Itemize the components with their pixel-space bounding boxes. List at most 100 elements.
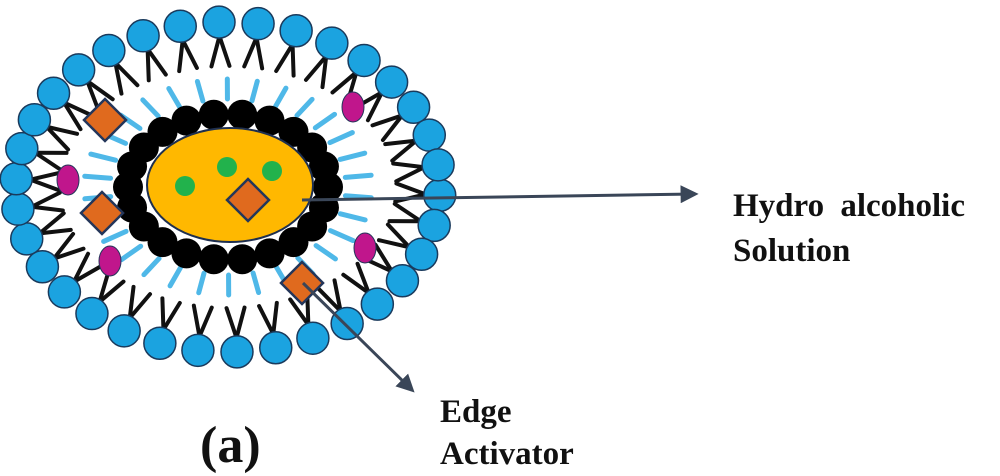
lipid-tail [394,165,427,184]
lipid-tail [72,264,104,284]
lipid-head [0,162,34,196]
inner-head [254,238,285,269]
lipid-tail [85,78,101,113]
lipid-tail [62,100,95,118]
inner-tail [342,172,374,180]
magenta-molecule [341,91,365,123]
inner-tail [272,85,289,109]
lipid-tail [385,222,412,250]
inner-tail [250,270,262,296]
lipid-tail [28,177,62,193]
lipid-tail [191,303,202,339]
inner-tail [342,193,374,201]
inner-head [278,227,309,258]
lipid-head [5,131,39,166]
lipid-tail [224,306,239,340]
inner-head-groups [113,99,343,275]
lipid-tail [97,279,126,304]
lipid-head [25,249,60,284]
outer-lipid-tails [28,34,428,340]
inner-head [227,99,258,130]
lipid-head [75,296,109,331]
lipid-head [421,148,455,182]
lipid-tail [341,272,371,296]
magenta-molecule [56,164,80,196]
lipid-head [385,264,420,298]
lipid-tail [380,113,405,143]
magenta-molecule [98,245,122,277]
lipid-tail [28,170,63,182]
lipid-head [259,331,293,365]
lipid-tail [145,47,168,77]
lipid-tail [370,113,405,128]
inner-tail [101,228,129,244]
lipid-head [404,237,439,271]
inner-tail [82,173,114,181]
lipid-head [36,76,71,110]
lipid-tail [113,60,124,96]
lipid-tail [29,190,62,209]
inner-tail [194,78,206,104]
lipid-head [422,178,457,212]
lipid-tail [365,90,384,123]
drug-dot [217,157,237,177]
lipid-tail [242,35,259,69]
inner-tail [249,78,260,104]
lipid-tail [209,34,222,69]
lipid-head [92,33,126,68]
lipid-tail [355,261,371,296]
outer-head-groups [0,5,457,369]
lipid-tail [177,38,185,74]
lipid-tail [271,300,279,336]
inner-tail [337,211,368,223]
panel-label: (a) [200,417,261,474]
inner-tail [337,150,368,162]
inner-head [171,238,202,269]
lipid-tail [288,297,311,327]
lipid-tail [33,150,64,173]
lipid-tail [113,60,140,88]
lipid-head [296,321,330,355]
lipid-tail [376,238,412,250]
lipid-tail [320,53,329,90]
inner-tail [141,255,162,278]
lipid-head [181,333,215,368]
edge-label: Edge [440,394,512,430]
lipid-tail [127,284,136,321]
lipid-tail [197,305,214,339]
lipid-tail [37,227,73,236]
lipid-tail [303,53,329,82]
drug-dot [175,176,195,196]
inner-tail [140,97,161,119]
lipid-tail [316,286,343,314]
lipid-head [374,65,409,99]
lipid-head [417,208,451,243]
lipid-head [202,5,236,39]
edge-activator-diamond [225,177,271,223]
lipid-head [1,192,35,226]
lipid-tail [332,278,343,314]
solution-label: Solution [733,233,851,269]
inner-head [227,244,258,275]
inner-head [308,151,339,182]
lipid-tail [257,304,276,336]
lipid-tail [44,124,71,152]
lipid-tail [127,292,153,321]
lipid-tail [72,251,91,284]
lipid-head [412,118,447,152]
lipid-tail [161,301,182,332]
lipid-tail [37,211,66,236]
inner-head [171,105,202,136]
inner-tail [166,86,182,110]
magenta-molecule [353,232,377,264]
lipid-tail [290,42,296,78]
lipid-tail [373,242,394,274]
lipid-tail [392,201,423,224]
lipid-head [220,335,254,369]
edge-activator-diamond [82,97,128,143]
inner-tail [312,111,338,131]
inner-lipid-tails [82,76,374,298]
lipid-tail [180,38,199,70]
lipid-head [279,14,313,48]
lipid-head [315,26,349,60]
